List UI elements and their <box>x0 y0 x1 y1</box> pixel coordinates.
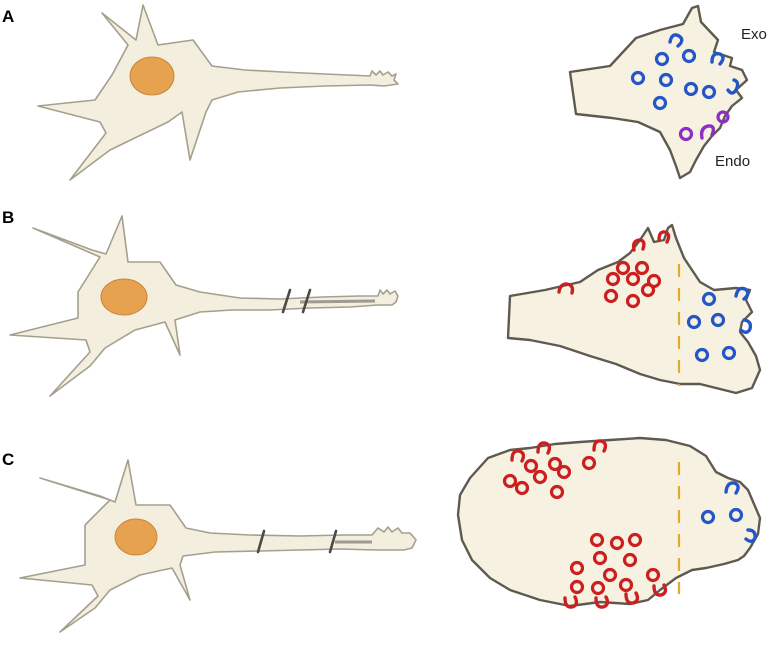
red-pit <box>536 441 552 455</box>
red-pit <box>563 595 579 609</box>
endocytosis-pits-a <box>699 124 716 140</box>
exo-vesicle <box>701 84 717 100</box>
exo-vesicle <box>683 81 699 97</box>
exocytosis-pits-a <box>668 33 740 95</box>
red-pit <box>652 583 668 597</box>
endo-label: Endo <box>715 153 750 170</box>
blue-vesicle <box>701 291 717 307</box>
red-vesicle <box>603 288 619 304</box>
exo-vesicle <box>658 72 674 88</box>
axon-cut-mark <box>328 529 338 554</box>
exo-label: Exo <box>741 26 767 43</box>
red-vesicle <box>514 480 530 496</box>
exo-vesicle <box>652 95 668 111</box>
blue-pit <box>744 528 757 543</box>
exo-pit <box>710 51 725 66</box>
red-pit <box>631 238 646 252</box>
red-pit <box>510 449 526 463</box>
exo-pit <box>668 33 684 48</box>
growth-cone-c <box>456 436 762 609</box>
red-vesicle <box>625 293 641 309</box>
red-vesicle <box>590 580 606 596</box>
growth-cone-outline-c <box>456 436 762 608</box>
nucleus-b <box>100 278 148 316</box>
panel-b: B <box>2 208 762 397</box>
endo-pit <box>699 124 716 140</box>
blue-vesicle <box>686 314 702 330</box>
blue-pit <box>724 481 740 495</box>
blue-vesicle <box>710 312 726 328</box>
red-vesicle <box>523 458 539 474</box>
red-vesicle <box>640 282 656 298</box>
neuron-body-c <box>19 459 417 633</box>
exo-vesicle <box>630 70 646 86</box>
red-vesicle <box>615 260 631 276</box>
panel-c: C <box>2 436 762 633</box>
red-pit <box>594 595 610 609</box>
axon-cut-mark <box>281 288 292 314</box>
blue-pit <box>734 286 750 301</box>
endo-vesicle <box>678 126 694 142</box>
endo-vesicle <box>716 110 730 124</box>
red-vesicle <box>618 577 634 593</box>
blue-vesicle <box>700 509 716 525</box>
red-vesicle <box>625 271 641 287</box>
red-pit <box>557 282 575 295</box>
red-vesicle <box>556 464 572 480</box>
exo-pit <box>726 78 740 95</box>
neuron-a <box>37 4 399 181</box>
red-vesicle <box>569 579 585 595</box>
neuron-c <box>19 459 417 633</box>
red-vesicle <box>605 271 621 287</box>
blue-pit <box>739 318 753 334</box>
red-vesicle <box>627 532 643 548</box>
red-vesicle <box>589 532 605 548</box>
neuron-b <box>9 215 399 397</box>
panel-a: A Exo Endo <box>2 4 767 181</box>
exo-vesicle <box>654 51 670 67</box>
red-vesicle <box>581 455 597 471</box>
nucleus-c <box>114 518 158 556</box>
red-vesicle <box>532 469 548 485</box>
nucleus-a <box>129 56 175 96</box>
red-vesicle <box>547 456 563 472</box>
axon-segment-b <box>299 299 376 304</box>
red-vesicle <box>622 552 638 568</box>
blue-vesicle <box>728 507 744 523</box>
neuron-body-a <box>37 4 399 181</box>
axon-cut-mark <box>256 529 266 554</box>
red-vesicle <box>634 260 650 276</box>
blue-vesicle <box>694 347 710 363</box>
blue-vesicle <box>721 345 737 361</box>
exo-vesicle <box>681 48 697 64</box>
red-vesicle <box>549 484 565 500</box>
growth-cone-a: Exo Endo <box>568 4 767 180</box>
red-vesicle <box>502 473 518 489</box>
panel-label-b: B <box>2 208 14 227</box>
red-vesicle <box>609 535 625 551</box>
panel-label-c: C <box>2 450 14 469</box>
panel-label-a: A <box>2 7 14 26</box>
neuron-body-b <box>9 215 399 397</box>
red-pit <box>657 230 671 244</box>
red-vesicle <box>645 567 661 583</box>
axon-cut-mark <box>301 288 312 314</box>
red-vesicle <box>602 567 618 583</box>
red-vesicle <box>569 560 585 576</box>
red-pit <box>592 439 608 453</box>
growth-cone-b <box>506 223 762 395</box>
red-vesicle <box>592 550 608 566</box>
red-pit <box>624 591 640 605</box>
